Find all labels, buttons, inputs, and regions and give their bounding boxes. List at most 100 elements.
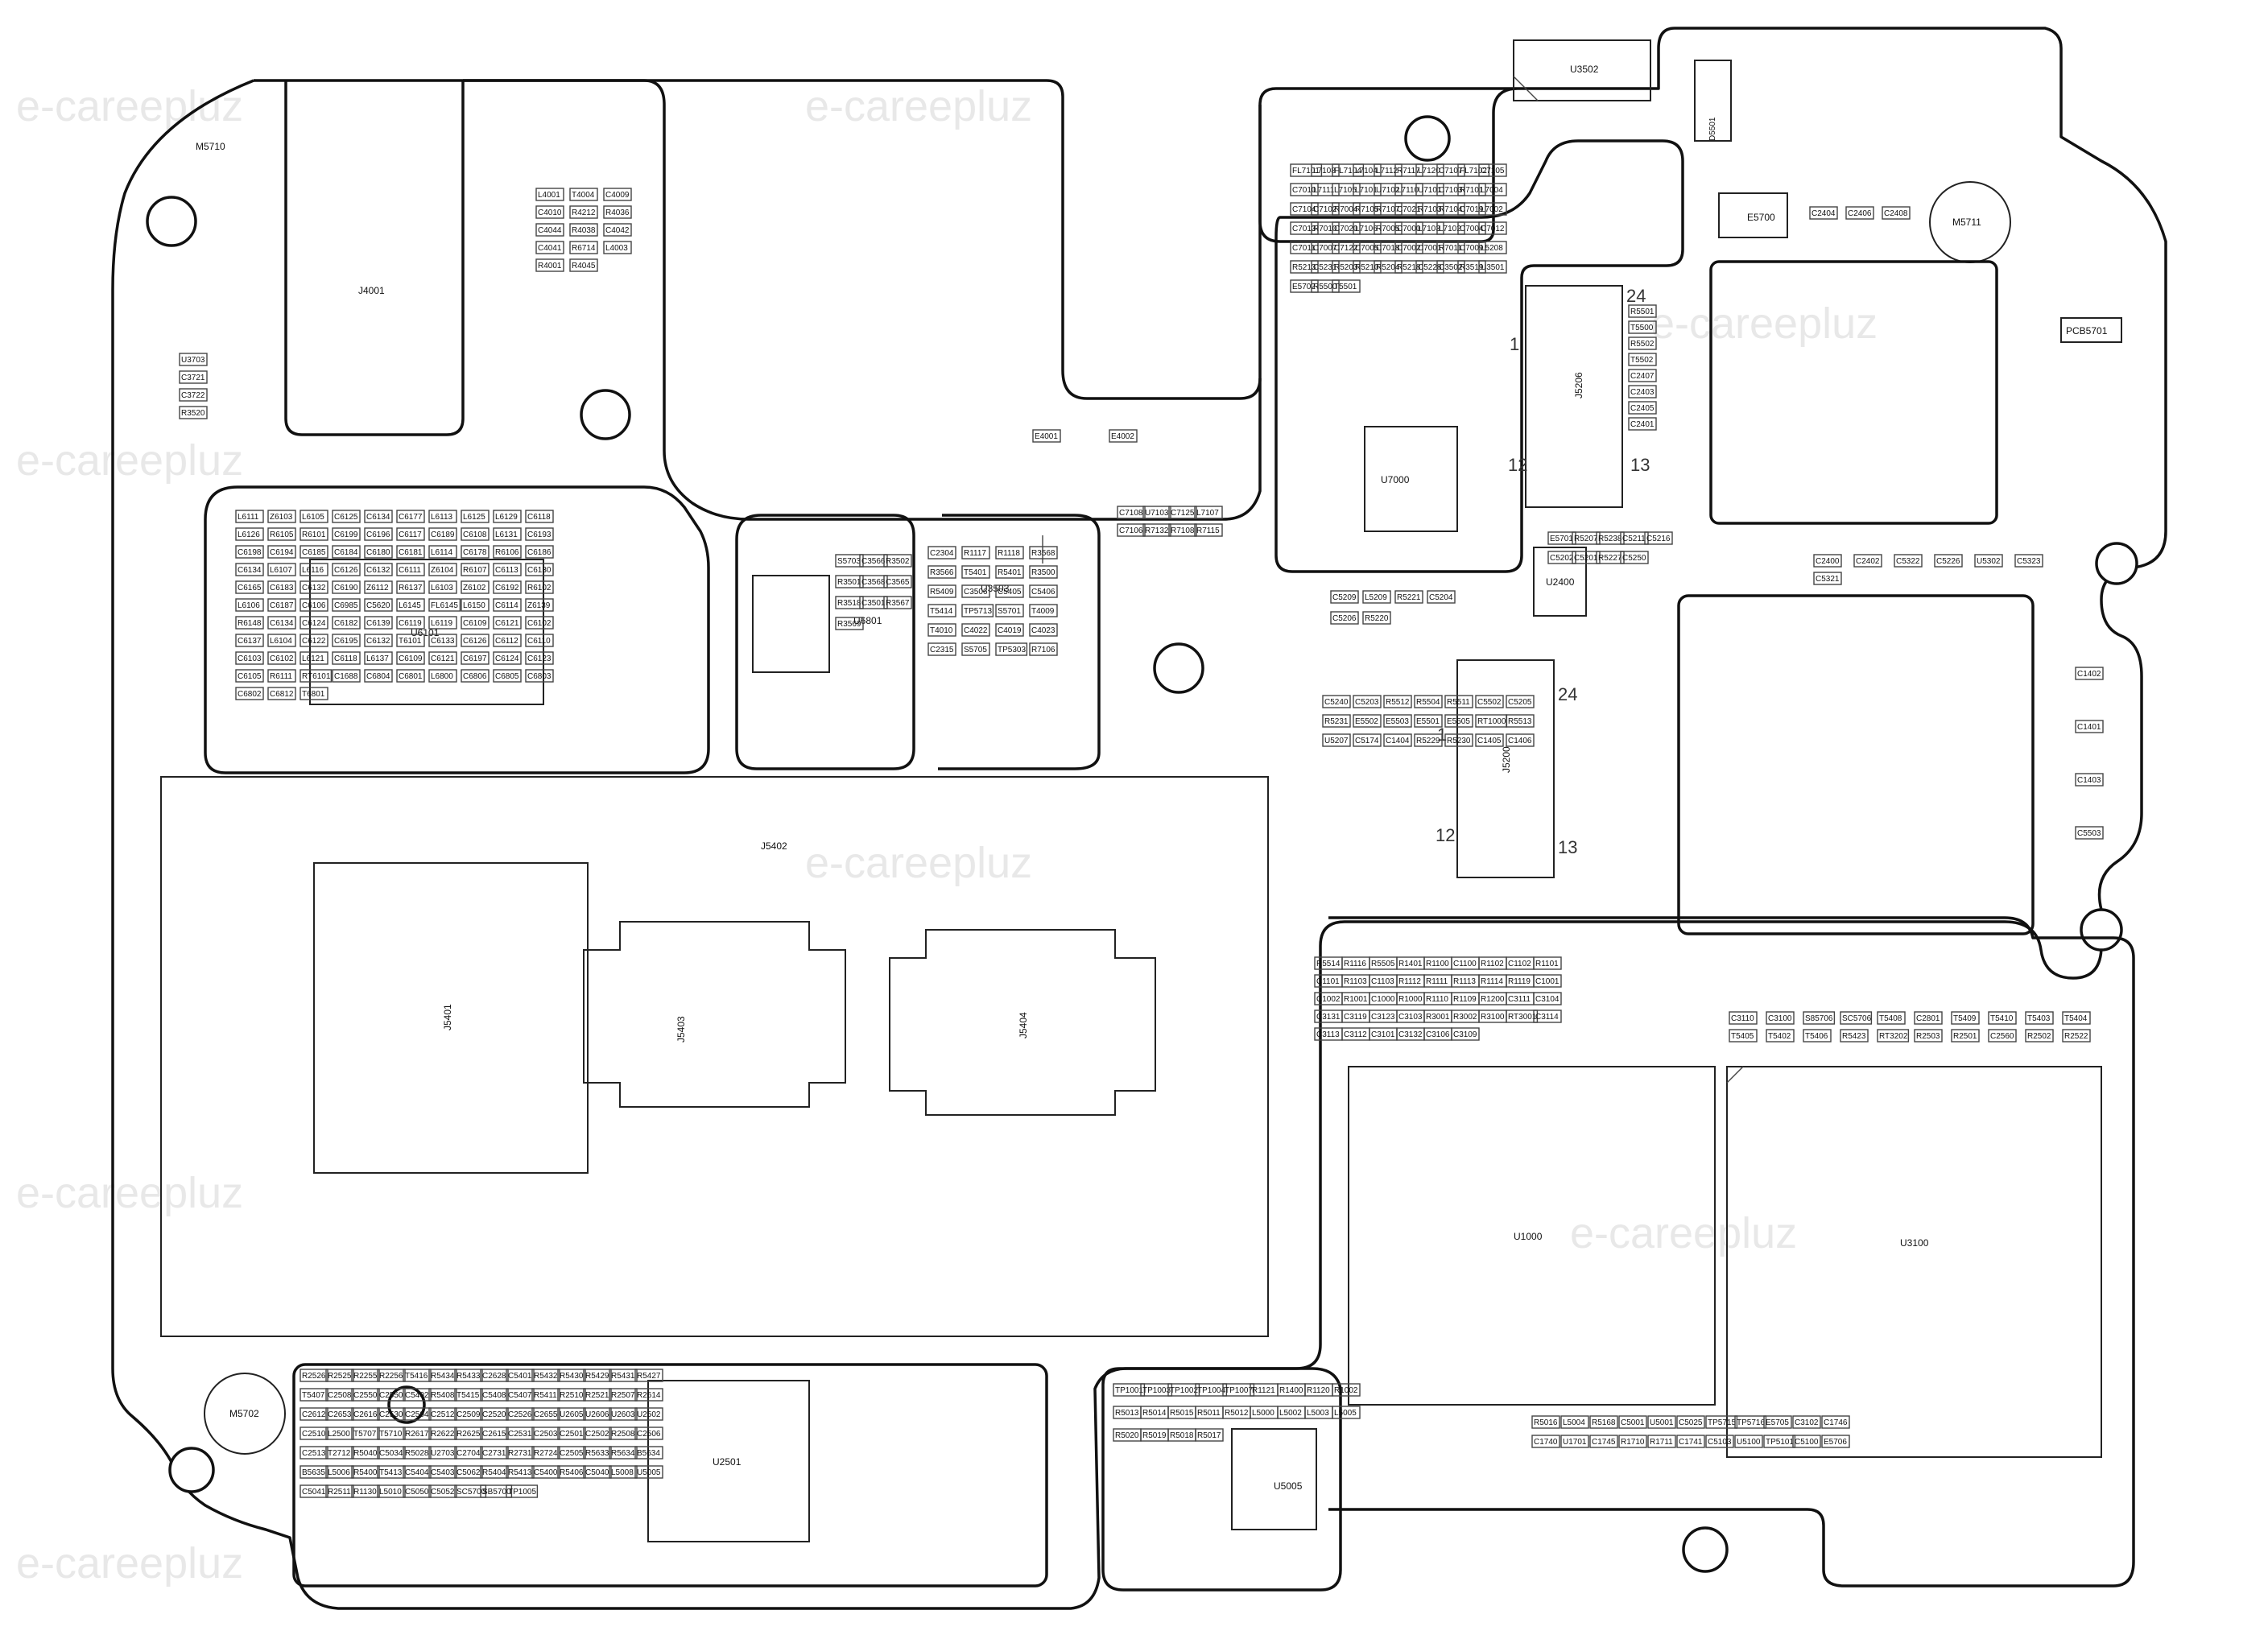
- component-footprint: [1734, 1435, 1763, 1448]
- component-footprint: [1311, 221, 1340, 235]
- component-footprint: [300, 616, 328, 630]
- component-footprint: [480, 1388, 509, 1402]
- component-footprint: [493, 527, 522, 541]
- component-footprint: [300, 1446, 328, 1460]
- mounting-hole: [2095, 542, 2138, 585]
- component-label: L6114: [431, 548, 453, 557]
- component-label: E4001: [1035, 432, 1058, 441]
- component-label: E5503: [1386, 717, 1409, 726]
- component-label: C6184: [334, 548, 358, 557]
- component-footprint: [525, 580, 554, 594]
- component-label: R1710: [1621, 1438, 1645, 1447]
- component-footprint: [332, 580, 361, 594]
- component-footprint: [300, 563, 328, 576]
- component-footprint: [300, 545, 328, 559]
- component-footprint: [493, 651, 522, 665]
- component-label: R3001: [1426, 1013, 1450, 1022]
- component-footprint: [1894, 554, 1923, 568]
- component-label: L7111: [1313, 186, 1335, 195]
- component-footprint: [1414, 714, 1443, 728]
- component-label: C5211: [1622, 535, 1646, 543]
- component-footprint: [1436, 202, 1465, 216]
- component-label: L5006: [328, 1468, 350, 1477]
- component-label: C7105: [1481, 167, 1505, 175]
- pcb5701-label: PCB5701: [2066, 325, 2108, 336]
- u1000-chip: [1348, 1066, 1716, 1406]
- component-footprint: [1457, 183, 1486, 196]
- component-footprint: [1414, 695, 1443, 708]
- component-footprint: [1029, 623, 1058, 637]
- component-label: C2502: [585, 1430, 609, 1439]
- component-footprint: [1332, 1383, 1361, 1397]
- component-footprint: [927, 546, 956, 559]
- component-footprint: [583, 1446, 612, 1460]
- component-label: SC5706: [1842, 1014, 1872, 1023]
- component-label: C6193: [527, 531, 552, 539]
- component-label: R5404: [482, 1468, 506, 1477]
- component-label: C2403: [1630, 388, 1655, 397]
- component-label: C6123: [527, 654, 552, 663]
- component-footprint: [535, 188, 564, 201]
- component-label: R5221: [1397, 593, 1421, 602]
- component-footprint: [1444, 695, 1473, 708]
- component-label: C4009: [605, 191, 630, 200]
- component-footprint: [525, 616, 554, 630]
- component-footprint: [1394, 241, 1423, 254]
- component-label: R7132: [1145, 526, 1169, 535]
- component-footprint: [332, 669, 361, 683]
- component-label: C6812: [270, 690, 294, 699]
- component-label: L2500: [328, 1430, 350, 1439]
- component-footprint: [179, 388, 208, 402]
- component-footprint: [1628, 369, 1657, 382]
- component-footprint: [461, 616, 490, 630]
- component-label: C5323: [2017, 557, 2041, 566]
- component-footprint: [525, 545, 554, 559]
- component-footprint: [609, 1465, 638, 1479]
- component-label: L6126: [238, 531, 260, 539]
- component-label: R5633: [585, 1449, 609, 1458]
- component-label: C5216: [1646, 535, 1671, 543]
- component-label: SB5700: [482, 1488, 511, 1497]
- component-footprint: [428, 580, 457, 594]
- component-footprint: [396, 634, 425, 647]
- mounting-hole: [1153, 642, 1204, 694]
- component-footprint: [428, 669, 457, 683]
- component-footprint: [377, 1407, 406, 1421]
- component-footprint: [569, 205, 598, 219]
- component-footprint: [1729, 1029, 1758, 1043]
- component-label: R2255: [353, 1372, 378, 1381]
- j5200-pin-24: 24: [1558, 684, 1577, 704]
- component-footprint: [454, 1388, 483, 1402]
- u3502-pin1-mark: [1513, 76, 1539, 101]
- component-footprint: [428, 563, 457, 576]
- component-footprint: [1374, 183, 1403, 196]
- component-footprint: [364, 545, 393, 559]
- component-footprint: [531, 1465, 560, 1479]
- component-label: R1002: [1334, 1386, 1358, 1395]
- component-footprint: [461, 545, 490, 559]
- component-footprint: [267, 545, 296, 559]
- component-label: L5002: [1279, 1409, 1302, 1418]
- component-footprint: [396, 510, 425, 523]
- mounting-hole: [1682, 1526, 1729, 1573]
- component-footprint: [1332, 241, 1361, 254]
- component-footprint: [1444, 733, 1473, 747]
- component-footprint: [1763, 1415, 1792, 1429]
- component-footprint: [506, 1388, 535, 1402]
- component-label: RT1000: [1477, 717, 1506, 726]
- component-label: B5635: [302, 1468, 325, 1477]
- component-footprint: [2075, 826, 2104, 840]
- component-label: R2522: [2064, 1032, 2088, 1041]
- component-label: R2502: [2027, 1032, 2051, 1041]
- component-label: R5238: [1598, 535, 1622, 543]
- component-label: FL7102: [1460, 167, 1487, 175]
- component-footprint: [557, 1465, 586, 1479]
- component-footprint: [428, 527, 457, 541]
- u5005-chip: [1231, 1428, 1317, 1530]
- component-footprint: [454, 1465, 483, 1479]
- component-footprint: [1734, 1415, 1767, 1429]
- component-label: C5250: [1622, 554, 1646, 563]
- component-label: C5405: [998, 588, 1022, 597]
- component-label: C6187: [270, 601, 294, 610]
